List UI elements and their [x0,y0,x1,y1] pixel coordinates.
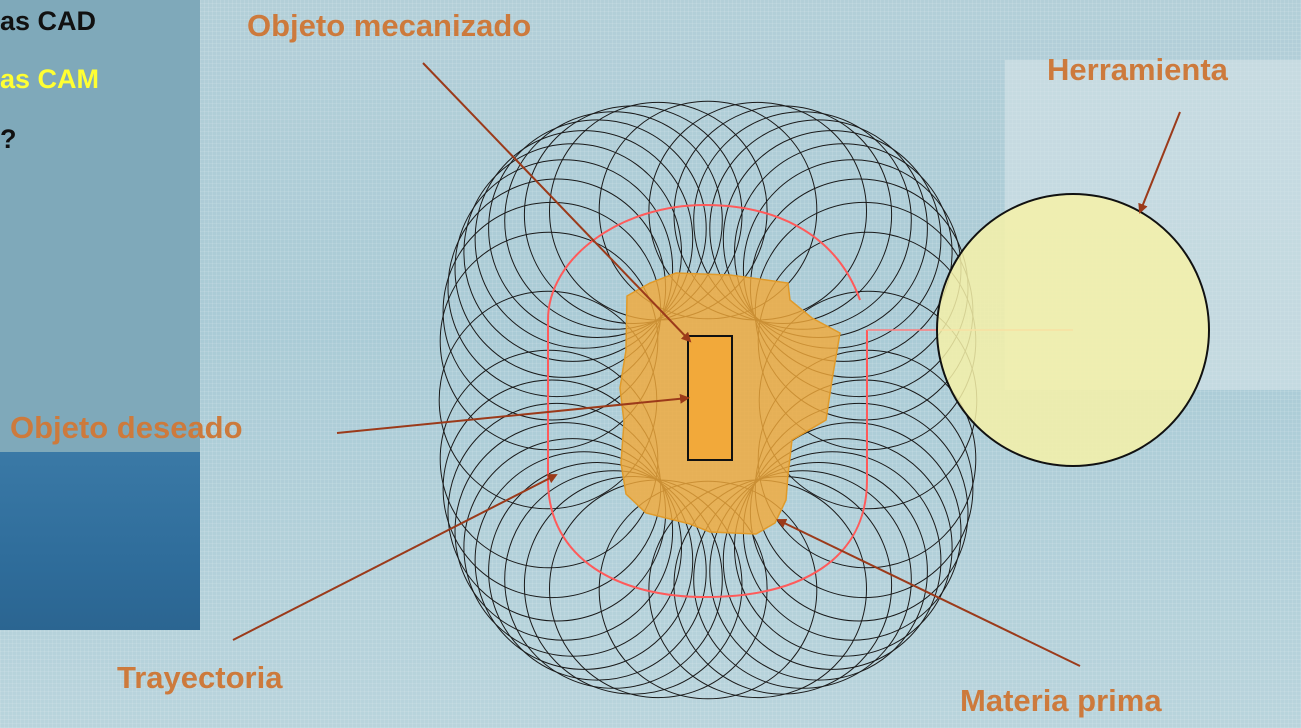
menu-item-cad[interactable]: as CAD [0,6,97,36]
label-desired-object: Objeto deseado [10,410,243,445]
sweep-circle [488,119,707,338]
sweep-circle [709,462,928,681]
sweep-circle [474,130,694,349]
desired-object-rect [687,335,733,461]
label-machined-object: Objeto mecanizado [247,8,532,43]
label-tool: Herramienta [1047,52,1228,87]
sweep-circle [488,462,707,681]
sidebar-photo [0,452,200,630]
arrow-desired-object [336,393,690,434]
sweep-circle [454,422,674,641]
sweep-circle [454,159,674,378]
sweep-circle [722,451,942,670]
tool-circle [936,193,1210,467]
sweep-circle [504,470,723,689]
menu-item-cam[interactable]: as CAM [0,64,100,94]
sweep-circle [734,143,953,362]
arrow-trajectory [232,474,558,641]
arrow-raw-material [776,518,1081,667]
menu-item-question[interactable]: ? [0,124,17,154]
sweep-circle [463,438,683,657]
arrow-tool [1138,111,1181,214]
sweep-circle [474,451,694,670]
label-trajectory: Trayectoria [117,660,283,695]
label-raw-material: Materia prima [960,683,1162,718]
arrow-machined-object [422,62,692,343]
